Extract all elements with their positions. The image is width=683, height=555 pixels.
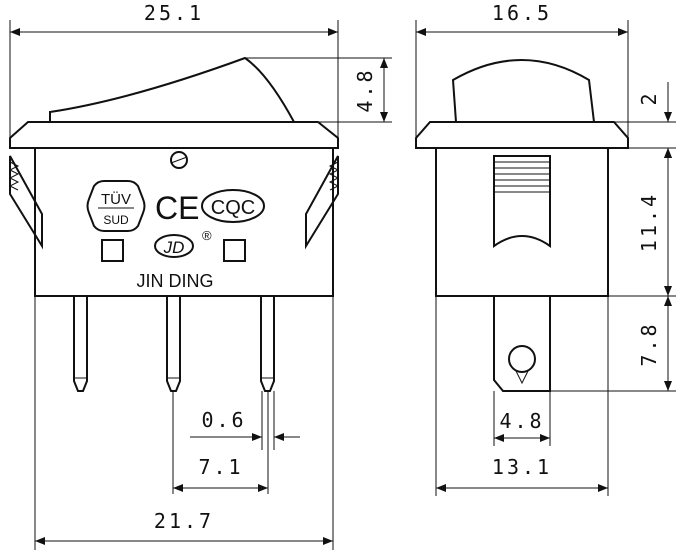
registered-mark: ® [202, 228, 212, 243]
front-dimensions: 25.1 4.8 21.7 7.1 0.6 [9, 1, 392, 550]
side-view [415, 59, 629, 392]
dim-body-height: 11.4 [637, 192, 661, 252]
side-terminal [493, 296, 551, 392]
screw-icon [170, 151, 188, 169]
dim-pin-width: 0.6 [201, 408, 246, 432]
rocker-actuator [49, 56, 295, 123]
dim-terminal-height: 7.8 [637, 321, 661, 366]
jd-logo-icon: JD [154, 234, 194, 258]
left-window [101, 239, 124, 262]
dim-side-width: 16.5 [492, 1, 552, 25]
sud-text: SUD [103, 213, 129, 227]
cqc-text: CQC [211, 197, 255, 219]
dim-flange-height: 2 [637, 90, 661, 105]
ce-mark-icon: CE [155, 190, 199, 226]
dim-width-top: 25.1 [144, 1, 204, 25]
side-slot [493, 155, 551, 248]
front-view: TÜV SUD CE CQC JD ® JIN DING [8, 56, 340, 392]
terminal-hole-icon [508, 345, 536, 373]
dim-rocker-height: 4.8 [353, 67, 377, 112]
side-body [435, 147, 609, 297]
dim-side-body-width: 13.1 [492, 455, 552, 479]
tuv-text: TÜV [101, 190, 131, 208]
front-flange [9, 121, 339, 149]
side-rocker-dome [451, 59, 595, 123]
dim-terminal-width: 4.8 [499, 409, 544, 433]
right-window [223, 239, 246, 262]
side-flange [415, 121, 629, 149]
side-dimensions: 16.5 2 11.4 7.8 4.8 13.1 [415, 1, 676, 496]
tuv-sud-logo-icon: TÜV SUD [86, 180, 146, 232]
left-latch [9, 155, 43, 250]
cqc-logo-icon: CQC [201, 189, 265, 223]
brand-name: JIN DING [136, 271, 213, 291]
right-latch [305, 155, 339, 250]
jd-text: JD [163, 238, 185, 257]
terminal-pins [73, 296, 275, 392]
front-body [34, 147, 334, 297]
dim-pin-spacing: 7.1 [198, 455, 243, 479]
dim-body-width: 21.7 [154, 509, 214, 533]
